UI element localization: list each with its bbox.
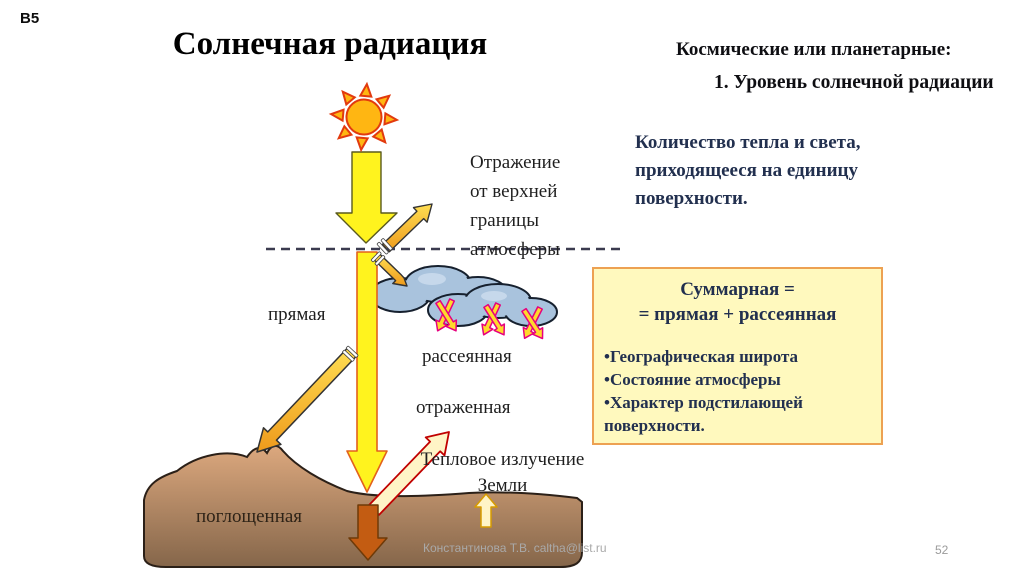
label-scattered-radiation: рассеянная [422,346,512,367]
summary-box: Суммарная = = прямая + рассеянная •Геогр… [592,267,883,445]
label-thermal-radiation: Тепловое излучение Земли [420,449,585,496]
corner-label: B5 [20,10,40,27]
sun-icon [328,81,400,153]
definition-text: Количество тепла и света, приходящееся н… [635,132,861,209]
break-mark [342,345,359,362]
direct-beam-upper-arrow [335,151,398,244]
label-reflected-radiation: отраженная [416,397,511,418]
heading-line-2: 1. Уровень солнечной радиации [714,72,994,93]
surface-deflection-arrow [256,347,358,453]
summary-bullet: •Состояние атмосферы [604,370,781,389]
reflected-arrow [368,431,450,516]
summary-bullet: •Характер подстилающей поверхности. [604,393,803,435]
summary-title-line2: = прямая + рассеянная [638,304,837,325]
label-direct-radiation: прямая [268,304,326,325]
summary-bullet-list: •Географическая широта •Состояние атмосф… [604,345,871,437]
label-atmosphere-reflection: Отражение от верхней границы атмосферы [470,152,561,260]
summary-bullet: •Географическая широта [604,347,799,366]
label-absorbed-radiation: поглощенная [196,506,303,527]
footer-credit: Константинова Т.В. caltha@list.ru [423,541,607,555]
slide-title: Солнечная радиация [172,26,488,62]
atmosphere-reflection-arrow [381,203,433,253]
absorbed-arrow [348,504,388,561]
direct-beam-lower-arrow [346,251,388,493]
break-mark [370,251,386,266]
thermal-radiation-arrow [474,493,498,528]
summary-title-line1: Суммарная = [680,279,795,300]
page-number: 52 [935,543,949,557]
break-mark [376,238,393,255]
heading-line-1: Космические или планетарные: [676,39,952,60]
